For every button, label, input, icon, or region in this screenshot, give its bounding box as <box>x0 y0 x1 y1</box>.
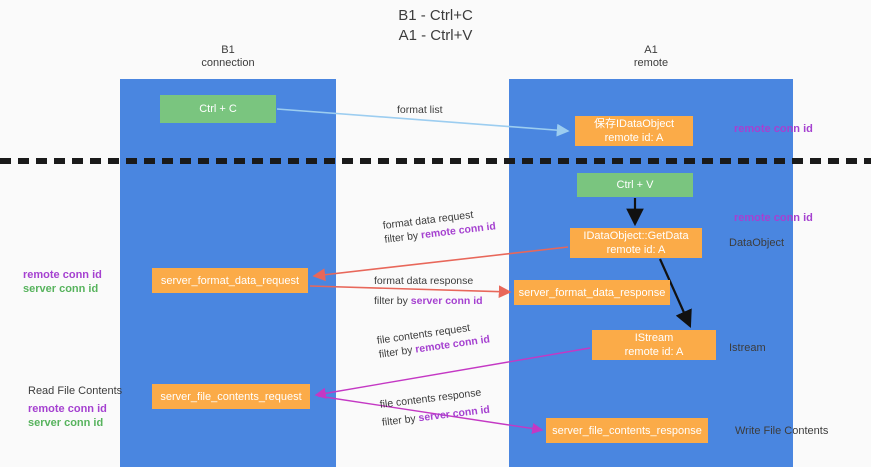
filter-prefix: filter by <box>374 295 411 307</box>
edge-format-data-response <box>309 285 512 299</box>
node-istream-line1: IStream <box>634 332 674 344</box>
column-header-b1-name: B1 <box>221 44 235 56</box>
edge-label-format-data-response: format data response filter by server co… <box>374 274 483 308</box>
title-line-1: B1 - Ctrl+C <box>398 7 473 24</box>
annotation-left-conn-ids-bottom: remote conn id server conn id <box>28 402 107 430</box>
node-server-format-data-request-label: server_format_data_request <box>160 274 300 287</box>
column-header-b1-role: connection <box>201 57 255 69</box>
column-header-a1: A1 remote <box>571 44 731 70</box>
title-line-2: A1 - Ctrl+V <box>398 27 473 44</box>
column-header-a1-name: A1 <box>644 44 658 56</box>
node-server-file-contents-response-label: server_file_contents_response <box>552 424 702 437</box>
node-save-idataobject[interactable]: 保存IDataObject remote id: A <box>575 116 693 146</box>
node-istream-line2: remote id: A <box>624 346 684 358</box>
edge-file-contents-response <box>317 395 544 435</box>
node-ctrl-v[interactable]: Ctrl + V <box>577 173 693 197</box>
node-ctrl-c[interactable]: Ctrl + C <box>160 95 276 123</box>
edge-format-data-request <box>312 246 569 282</box>
annotation-left-remote-conn-id-bottom: remote conn id <box>28 403 107 415</box>
edge-label-format-list-text: format list <box>397 104 443 116</box>
annotation-remote-conn-id-mid: remote conn id <box>734 212 813 224</box>
node-save-idataobject-line2: remote id: A <box>604 132 664 144</box>
node-server-file-contents-request[interactable]: server_file_contents_request <box>152 384 310 409</box>
annotation-left-server-conn-id-bottom: server conn id <box>28 417 104 429</box>
edge-format-list <box>276 108 570 137</box>
annotation-left-remote-conn-id-mid: remote conn id <box>23 269 102 281</box>
node-server-format-data-response[interactable]: server_format_data_response <box>514 280 670 305</box>
node-save-idataobject-line1: 保存IDataObject <box>593 118 675 130</box>
annotation-dataobject: DataObject <box>729 237 785 249</box>
column-header-a1-role: remote <box>633 57 669 69</box>
edge-label-format-list: format list <box>397 103 443 117</box>
node-istream[interactable]: IStream remote id: A <box>592 330 716 360</box>
annotation-remote-conn-id-top: remote conn id <box>734 123 813 135</box>
edge-file-contents-request <box>314 347 591 399</box>
node-idataobject-getdata[interactable]: IDataObject::GetData remote id: A <box>570 228 702 258</box>
node-ctrl-c-label: Ctrl + C <box>199 103 237 115</box>
node-getdata-line1: IDataObject::GetData <box>583 230 689 242</box>
column-header-b1: B1 connection <box>148 44 308 70</box>
annotation-read-file-contents: Read File Contents <box>28 385 123 397</box>
page-title: B1 - Ctrl+C A1 - Ctrl+V <box>0 6 871 46</box>
annotation-left-server-conn-id-mid: server conn id <box>23 283 99 295</box>
filter-key-server-conn-id: server conn id <box>410 295 483 307</box>
annotation-istream: Istream <box>729 342 766 354</box>
node-server-format-data-response-label: server_format_data_response <box>518 286 666 299</box>
node-server-format-data-request[interactable]: server_format_data_request <box>152 268 308 293</box>
edge-label-format-data-response-filter: filter by server conn id <box>374 294 483 308</box>
annotation-write-file-contents: Write File Contents <box>735 425 829 437</box>
node-ctrl-v-label: Ctrl + V <box>616 179 654 191</box>
node-server-file-contents-response[interactable]: server_file_contents_response <box>546 418 708 443</box>
annotation-left-conn-ids-mid: remote conn id server conn id <box>23 268 102 296</box>
edge-getdata-istream <box>658 258 692 329</box>
edge-label-format-data-response-text: format data response <box>374 275 474 287</box>
node-server-file-contents-request-label: server_file_contents_request <box>160 390 302 403</box>
node-getdata-line2: remote id: A <box>606 244 666 256</box>
